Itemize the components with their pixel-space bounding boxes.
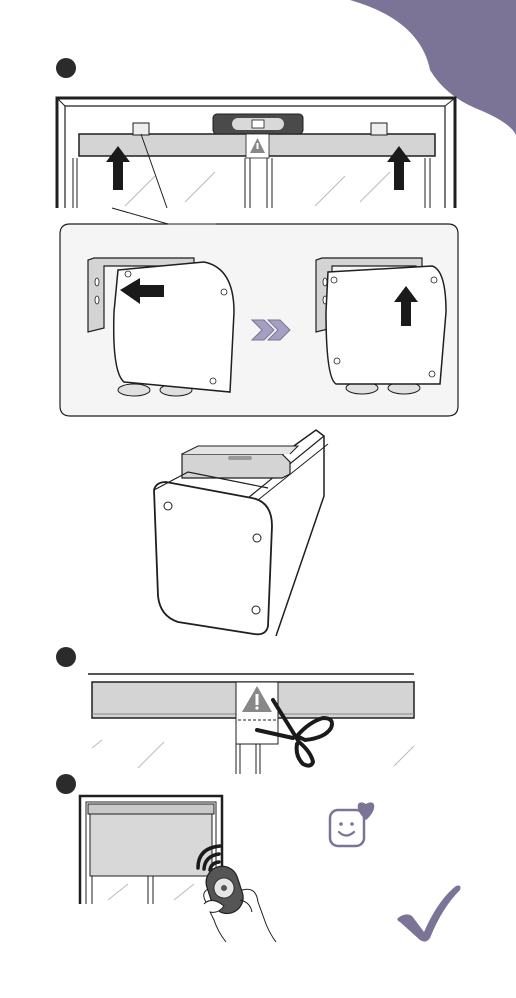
step-3-marker [56,774,76,794]
arrow-up-icon [387,146,411,190]
step-2-marker [56,647,76,667]
end-cap-slide-illustration [84,252,244,397]
checkmark-icon [396,884,462,944]
headrail-end-cap-illustration [148,426,338,638]
double-chevron-right-icon [250,318,294,342]
end-cap-clip-illustration [312,252,462,397]
remote-control-illustration [196,862,280,944]
scissors-icon [255,696,335,768]
smiley-heart-icon [326,796,380,850]
step-1-marker [56,58,76,78]
arrow-up-icon [106,146,130,190]
cut-warning-tag-illustration [88,670,418,774]
